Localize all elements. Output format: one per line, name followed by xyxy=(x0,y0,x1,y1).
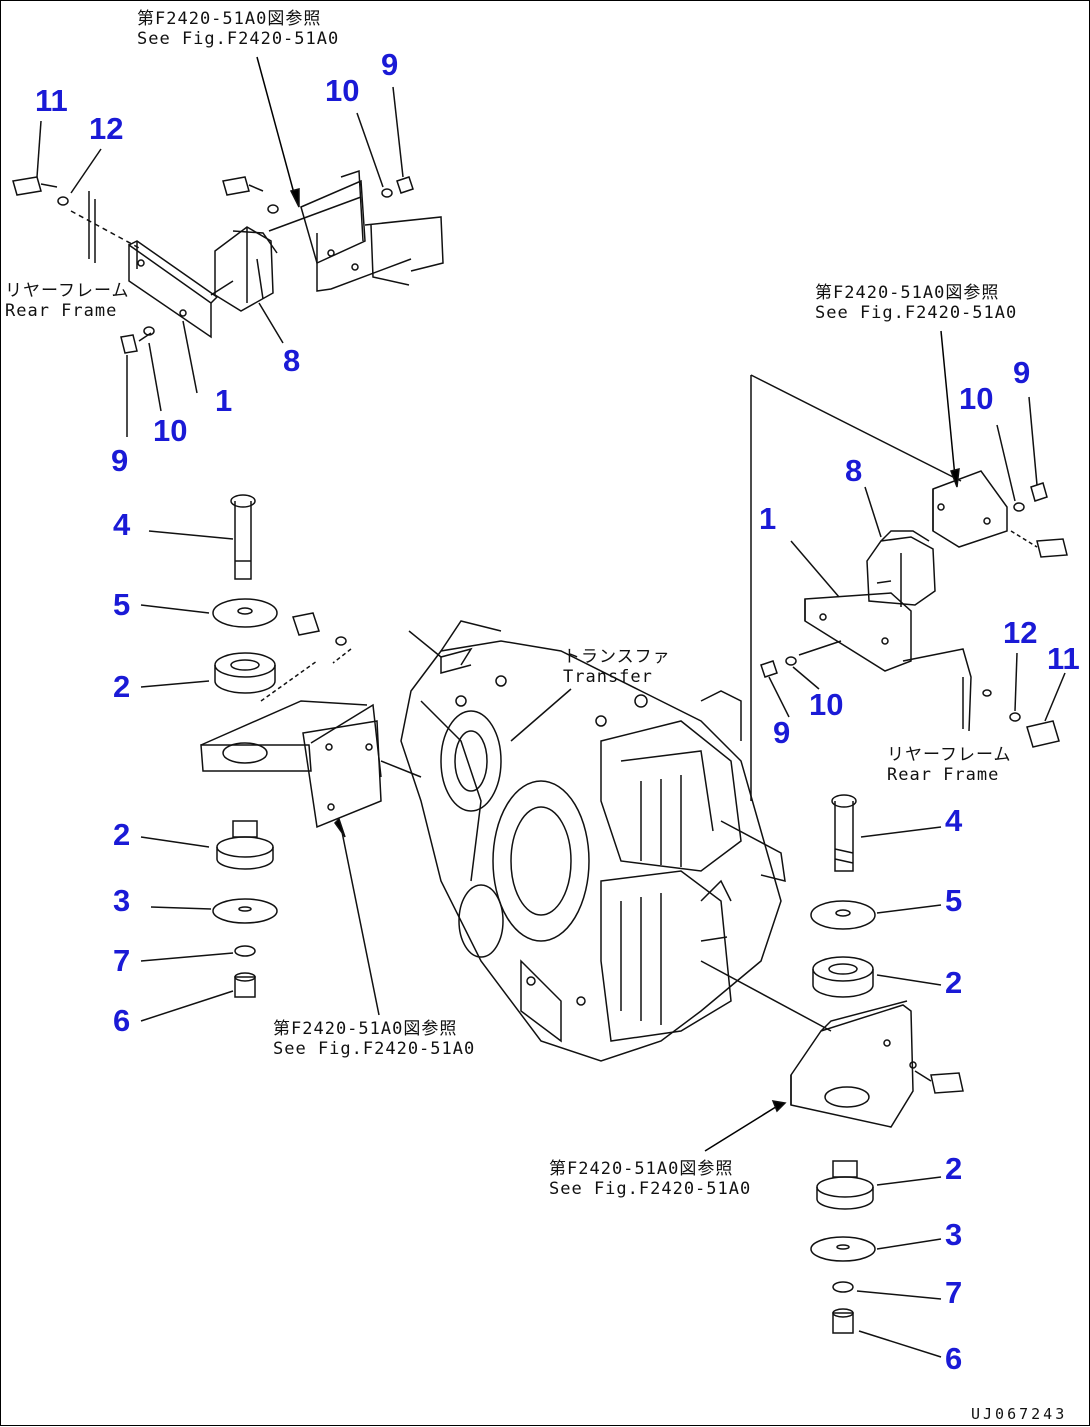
transfer-case xyxy=(380,374,962,1062)
callout-7-left: 7 xyxy=(113,943,131,978)
callout-9-top-left: 9 xyxy=(111,443,129,478)
callout-11-right: 11 xyxy=(1047,641,1080,676)
left-mount-stack xyxy=(140,494,382,1022)
callout-8-right: 8 xyxy=(845,453,863,488)
callout-8-top-left: 8 xyxy=(283,343,301,378)
reference-note-right-top: 第F2420-51A0図参照 See Fig.F2420-51A0 xyxy=(815,283,1017,323)
transfer-label-en: Transfer xyxy=(563,667,653,687)
callout-9-right-top: 9 xyxy=(1013,355,1031,390)
callout-10-right-top: 10 xyxy=(959,381,994,416)
callout-12-right: 12 xyxy=(1003,615,1038,650)
callout-10-right: 10 xyxy=(809,687,844,722)
rear-frame-label-right: リヤーフレーム Rear Frame xyxy=(887,745,1011,785)
callout-3-right: 3 xyxy=(945,1217,963,1252)
transfer-label: トランスファ Transfer xyxy=(563,647,671,687)
reference-note-center-jp: 第F2420-51A0図参照 xyxy=(273,1019,458,1039)
transfer-label-jp: トランスファ xyxy=(563,647,671,667)
callout-3-left: 3 xyxy=(113,883,131,918)
callout-5-right: 5 xyxy=(945,883,963,918)
reference-note-bottom-en: See Fig.F2420-51A0 xyxy=(549,1179,752,1199)
reference-note-top: 第F2420-51A0図参照 See Fig.F2420-51A0 xyxy=(137,9,339,49)
callout-2-right-lower: 2 xyxy=(945,1151,963,1186)
right-mount-stack xyxy=(704,794,964,1358)
reference-note-center-en: See Fig.F2420-51A0 xyxy=(273,1039,476,1059)
callout-6-right: 6 xyxy=(945,1341,963,1376)
reference-note-right-top-jp: 第F2420-51A0図参照 xyxy=(815,283,1000,303)
top-left-bracket-assembly xyxy=(12,56,444,437)
drawing-code: UJ067243 xyxy=(971,1405,1068,1423)
right-bracket-assembly xyxy=(760,330,1068,748)
reference-note-top-jp: 第F2420-51A0図参照 xyxy=(137,9,322,29)
callout-10-top-left: 10 xyxy=(153,413,188,448)
callout-2-left-lower: 2 xyxy=(113,817,131,852)
callout-1-top-left: 1 xyxy=(215,383,233,418)
callout-9-top: 9 xyxy=(381,47,399,82)
rear-frame-label-left: リヤーフレーム Rear Frame xyxy=(5,281,129,321)
callout-11-top-left: 11 xyxy=(35,83,68,118)
callout-5-left: 5 xyxy=(113,587,131,622)
callout-2-right-upper: 2 xyxy=(945,965,963,1000)
callout-7-right: 7 xyxy=(945,1275,963,1310)
rear-frame-label-right-en: Rear Frame xyxy=(887,765,1000,785)
callout-9-right: 9 xyxy=(773,715,791,750)
callout-4-left: 4 xyxy=(113,507,131,542)
rear-frame-label-left-jp: リヤーフレーム xyxy=(5,281,130,301)
callout-2-left-upper: 2 xyxy=(113,669,131,704)
rear-frame-label-right-jp: リヤーフレーム xyxy=(887,745,1012,765)
callout-12-top-left: 12 xyxy=(89,111,124,146)
reference-note-center: 第F2420-51A0図参照 See Fig.F2420-51A0 xyxy=(273,1019,475,1059)
callout-1-right: 1 xyxy=(759,501,777,536)
reference-note-right-top-en: See Fig.F2420-51A0 xyxy=(815,303,1018,323)
callout-6-left: 6 xyxy=(113,1003,131,1038)
callout-10-top: 10 xyxy=(325,73,360,108)
reference-note-bottom-jp: 第F2420-51A0図参照 xyxy=(549,1159,734,1179)
reference-note-top-en: See Fig.F2420-51A0 xyxy=(137,29,340,49)
rear-frame-label-left-en: Rear Frame xyxy=(5,301,118,321)
callout-4-right: 4 xyxy=(945,803,963,838)
reference-note-bottom: 第F2420-51A0図参照 See Fig.F2420-51A0 xyxy=(549,1159,751,1199)
